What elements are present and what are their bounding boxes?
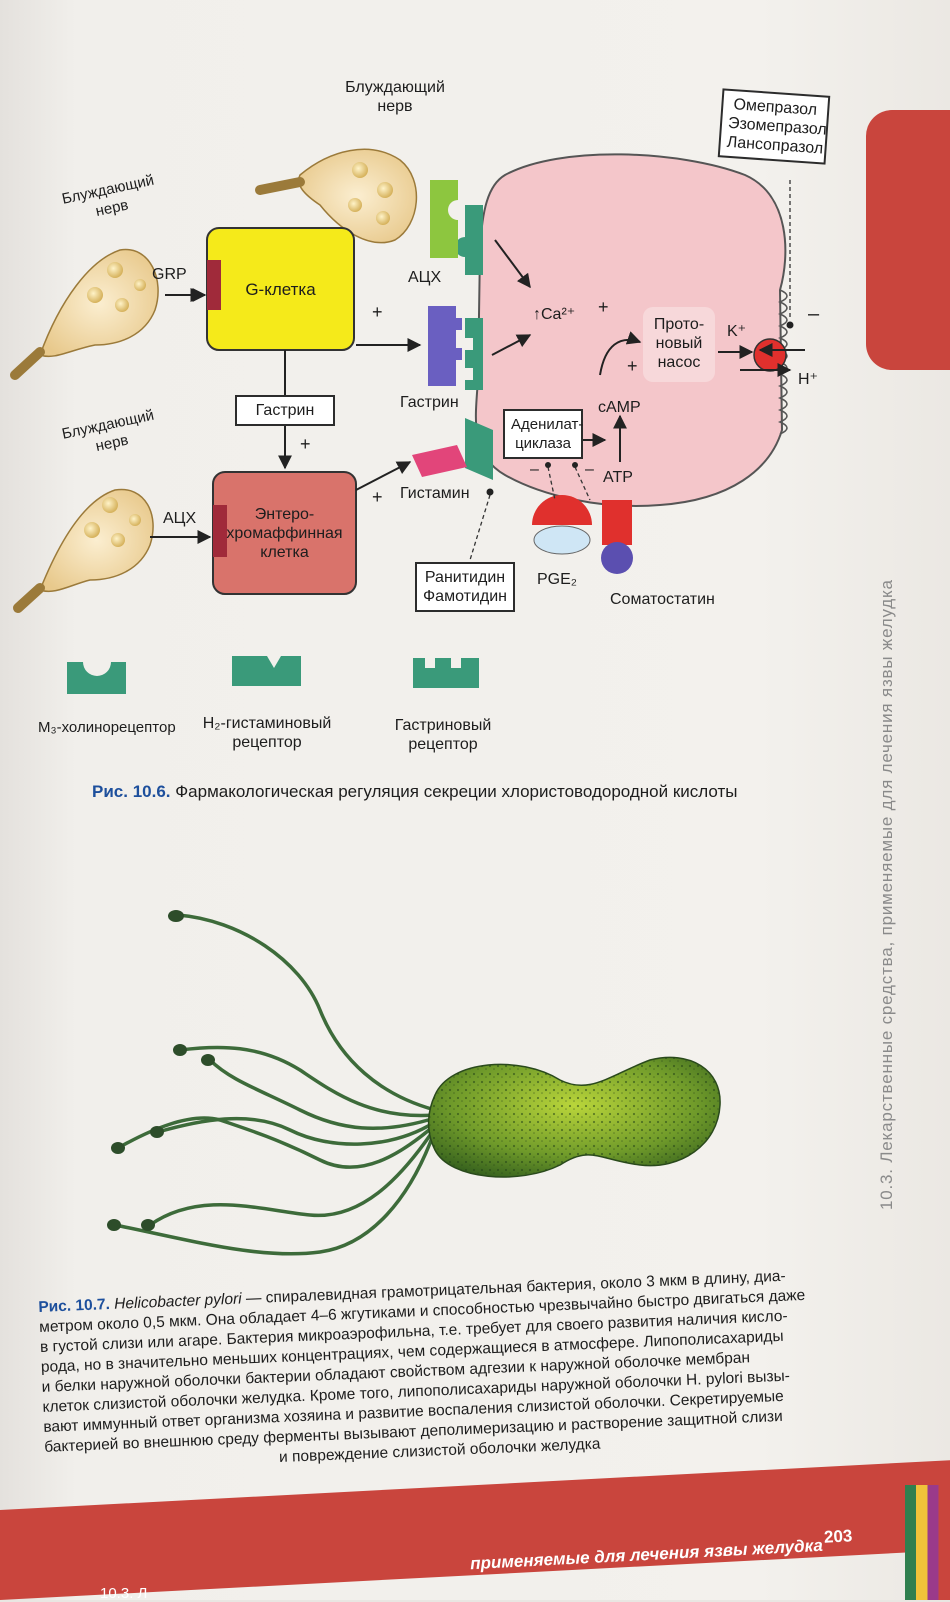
entero-line2: хромаффинная (226, 525, 343, 542)
flagella (113, 913, 437, 1256)
page-number: 203 (823, 1526, 853, 1547)
plus-calcium: + (598, 297, 609, 317)
vagus-neuron-left-top (10, 248, 159, 380)
legend-h2-line2: рецептор (232, 734, 302, 751)
gastrin-label: Гастрин (400, 394, 459, 411)
entero-cell-label: Энтеро- хромаффинная клетка (213, 505, 356, 562)
proton-pump-box (643, 307, 715, 382)
adenylate-box: Аденилат- циклаза (503, 409, 583, 459)
gastrin-box: Гастрин (235, 395, 335, 426)
vagus-neuron-top (255, 148, 418, 244)
proton-line2: новый (655, 335, 703, 352)
ppi-box: Омепразол Эзомепразол Лансопразол (717, 88, 831, 165)
proton-line3: насос (657, 354, 701, 371)
pge2-label: PGE₂ (537, 571, 577, 588)
m3-receptor-top (430, 180, 483, 275)
legend-h2-line1: Н₂-гистаминовый (202, 715, 332, 732)
histamine-label: Гистамин (400, 485, 470, 502)
plus-camp: + (627, 356, 638, 376)
pge2-receptor (532, 495, 592, 555)
calcium-label: ↑Ca²⁺ (533, 306, 576, 323)
entero-cell-receptor (213, 505, 227, 557)
bottom-running-title: 10.3. Л (100, 1585, 148, 1602)
minus-somatostatin: – (585, 461, 594, 478)
somatostatin-label: Соматостатин (610, 591, 715, 608)
gastrin-receptor (428, 306, 483, 390)
caption-fig-10-7: Рис. 10.7. Helicobacter pylori — спирале… (38, 1265, 835, 1478)
legend-gastrin-label: Гастриновый рецептор (383, 716, 503, 754)
legend-gastrin-line1: Гастриновый (394, 717, 492, 734)
legend-gastrin-line2: рецептор (408, 736, 478, 753)
adenylate-line2: циклаза (515, 435, 571, 452)
legend-m3-label: М₃-холинорецептор (38, 719, 176, 736)
plus-entero: + (372, 487, 383, 507)
ranitidine-box: Ранитидин Фамотидин (415, 562, 515, 612)
legend-h2-shape (232, 656, 301, 686)
entero-line3: клетка (260, 544, 309, 561)
h2-receptor (412, 418, 493, 480)
ach-bottom-label: АЦХ (163, 510, 197, 527)
adenylate-line1: Аденилат- (511, 416, 584, 433)
helicobacter-illustration (107, 910, 721, 1256)
nerve-top-label: Блуждающий нерв (330, 78, 460, 116)
caption1-text: Фармакологическая регуляция секреции хло… (175, 782, 738, 801)
plus-g-cell: + (372, 302, 383, 322)
caption-fig-10-6: Рис. 10.6. Фармакологическая регуляция с… (92, 782, 738, 802)
famotidine-line: Фамотидин (423, 588, 507, 605)
caption1-number: Рис. 10.6. (92, 782, 171, 801)
legend-m3-shape (67, 662, 126, 694)
h-ion-label: H⁺ (798, 371, 818, 388)
proton-pump-label: Прото- новый насос (643, 315, 715, 372)
g-cell-receptor (207, 260, 221, 310)
nerve-top-label-line2: нерв (377, 98, 413, 115)
entero-line1: Энтеро- (254, 506, 315, 523)
footer-color-edge (905, 1485, 950, 1600)
ach-top-label: АЦХ (408, 269, 442, 286)
chapter-side-tab (866, 110, 950, 370)
camp-label: cAMP (598, 399, 641, 416)
plus-gastrin: + (300, 434, 311, 454)
nerve-top-label-line1: Блуждающий (345, 79, 445, 96)
vagus-neuron-left-bottom (13, 488, 154, 613)
somatostatin-receptor (601, 500, 633, 574)
atp-label: ATP (603, 469, 633, 486)
grp-label: GRP (152, 266, 187, 283)
g-cell-label: G-клетка (245, 280, 316, 299)
ranitidine-line: Ранитидин (424, 569, 506, 586)
proton-pump (753, 338, 787, 372)
footer-band (0, 1460, 950, 1600)
proton-line1: Прото- (653, 316, 705, 333)
k-ion-label: K⁺ (727, 323, 747, 340)
legend-h2-label: Н₂-гистаминовый рецептор (192, 714, 342, 752)
caption2-number: Рис. 10.7. (38, 1296, 111, 1316)
minus-pge2: – (530, 461, 539, 478)
minus-ppi: – (808, 303, 820, 325)
legend-gastrin-shape (413, 658, 479, 688)
